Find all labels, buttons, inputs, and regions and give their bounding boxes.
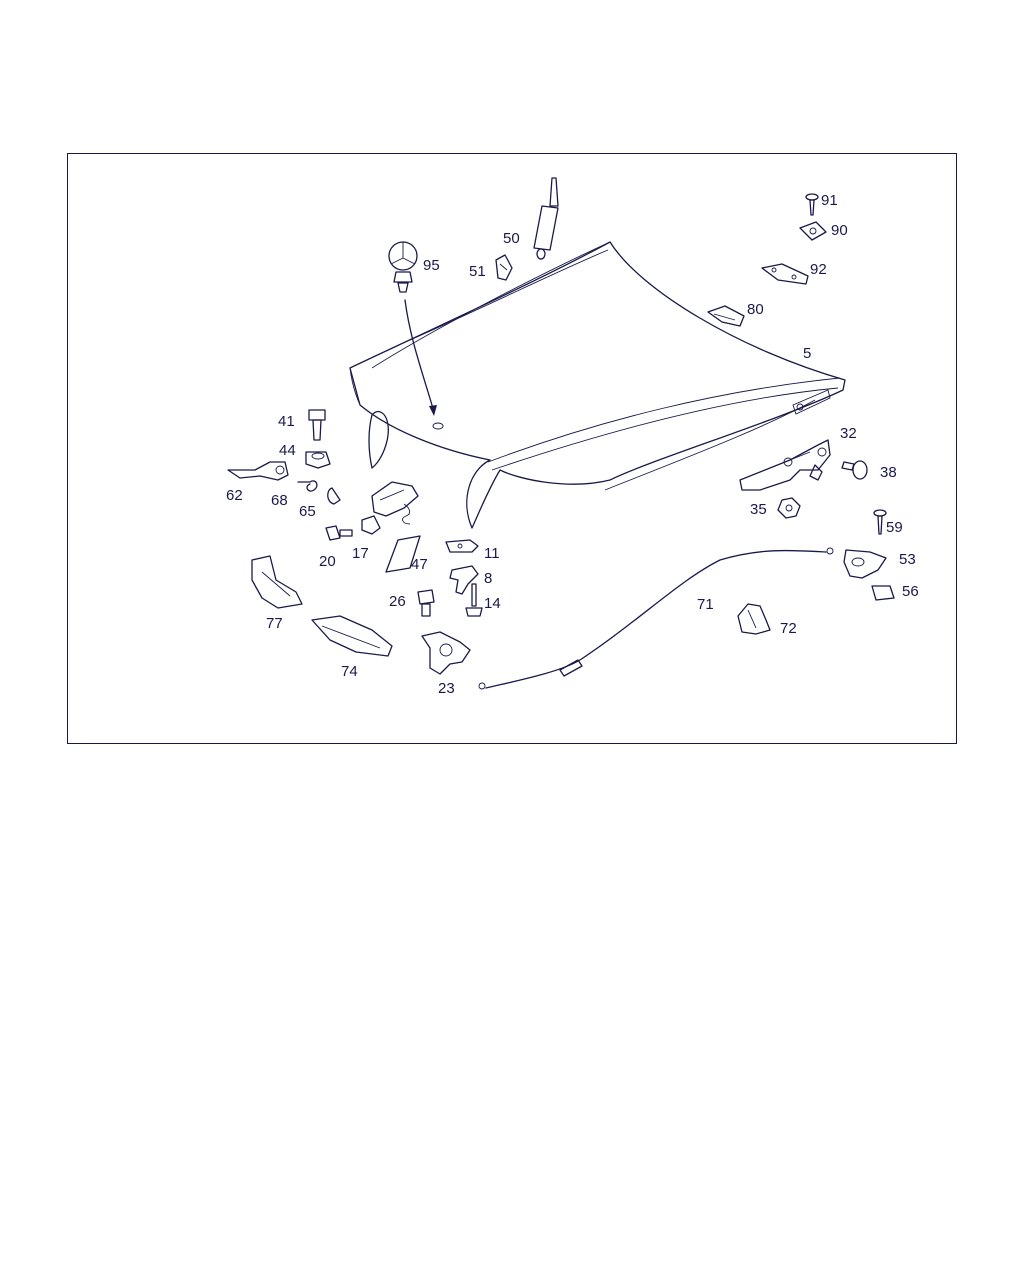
strut-mount-icon[interactable] [495, 254, 513, 281]
label-35: 35 [750, 501, 767, 518]
cable-holder-icon[interactable] [737, 603, 771, 635]
label-62: 62 [226, 487, 243, 504]
label-65: 65 [299, 503, 316, 520]
label-53: 53 [899, 551, 916, 568]
cover-74-icon[interactable] [311, 615, 393, 657]
nut-90-icon[interactable] [799, 221, 827, 241]
label-50: 50 [503, 230, 520, 247]
label-20: 20 [319, 553, 336, 570]
safety-catch-icon[interactable] [227, 461, 289, 481]
nut-44-icon[interactable] [305, 451, 331, 469]
label-95: 95 [423, 257, 440, 274]
label-32: 32 [840, 425, 857, 442]
cover-77-icon[interactable] [251, 555, 303, 609]
release-handle-icon[interactable] [843, 549, 887, 579]
label-74: 74 [341, 663, 358, 680]
plate-92-icon[interactable] [761, 263, 809, 285]
spring-68-icon[interactable] [297, 480, 318, 492]
label-38: 38 [880, 464, 897, 481]
lock-assembly-icon[interactable] [361, 481, 419, 535]
label-23: 23 [438, 680, 455, 697]
label-5: 5 [803, 345, 811, 362]
diagram-frame [67, 153, 957, 744]
label-56: 56 [902, 583, 919, 600]
label-51: 51 [469, 263, 486, 280]
label-72: 72 [780, 620, 797, 637]
part-labels: 5 8 11 14 17 20 23 26 32 35 38 41 44 47 … [226, 192, 919, 697]
label-47: 47 [411, 556, 428, 573]
bolt-41-icon[interactable] [308, 409, 326, 441]
spacer-plate-icon[interactable] [445, 539, 479, 553]
label-90: 90 [831, 222, 848, 239]
label-80: 80 [747, 301, 764, 318]
hinge-32-icon[interactable] [739, 439, 831, 491]
label-92: 92 [810, 261, 827, 278]
label-11: 11 [484, 545, 500, 562]
star-emblem-icon[interactable] [388, 241, 418, 293]
clip-56-icon[interactable] [871, 585, 895, 601]
label-26: 26 [389, 593, 406, 610]
support-23-icon[interactable] [421, 631, 471, 675]
bolt-26-icon[interactable] [417, 589, 435, 617]
label-8: 8 [484, 570, 492, 587]
bolt-38-icon[interactable] [841, 460, 868, 480]
label-68: 68 [271, 492, 288, 509]
label-14: 14 [484, 595, 501, 612]
screw-91-icon[interactable] [805, 193, 819, 216]
hinge-bracket-icon[interactable] [449, 565, 479, 595]
hood-panel[interactable] [349, 241, 846, 529]
gas-strut-icon[interactable] [533, 177, 559, 260]
label-71: 71 [697, 596, 714, 613]
bracket-47-icon[interactable] [385, 535, 421, 573]
release-cable-icon[interactable] [478, 547, 834, 690]
nut-35-icon[interactable] [777, 497, 801, 519]
clip-80-icon[interactable] [707, 305, 745, 327]
label-17: 17 [352, 545, 369, 562]
label-44: 44 [279, 442, 296, 459]
label-77: 77 [266, 615, 283, 632]
screw-59-icon[interactable] [873, 509, 887, 535]
bolt-20-icon[interactable] [325, 525, 353, 541]
label-91: 91 [821, 192, 838, 209]
label-59: 59 [886, 519, 903, 536]
screw-14-icon[interactable] [465, 583, 483, 617]
label-41: 41 [278, 413, 295, 430]
clip-65-icon[interactable] [327, 487, 341, 505]
